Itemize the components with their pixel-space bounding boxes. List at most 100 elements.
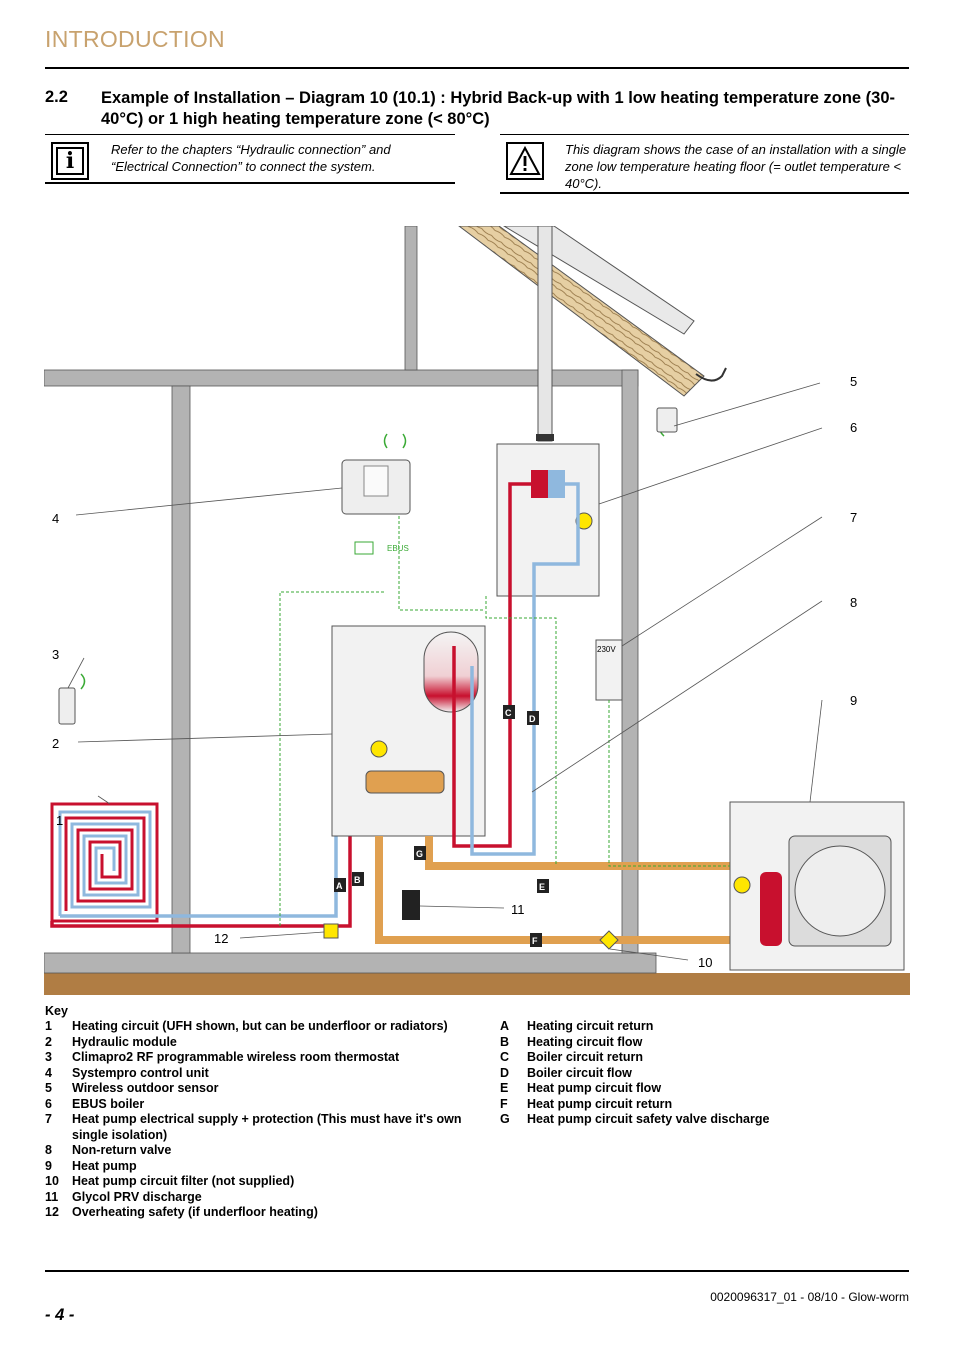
key-item-number: B <box>500 1034 510 1049</box>
letter-d: D <box>529 714 536 724</box>
key-numbered-list: 1 Heating circuit (UFH shown, but can be … <box>45 1019 465 1221</box>
key-item-text: Heat pump <box>72 1158 137 1173</box>
gutter <box>695 367 727 382</box>
key-item: F Heat pump circuit return <box>500 1097 900 1113</box>
key-item: B Heating circuit flow <box>500 1035 900 1051</box>
page-number: - 4 - <box>45 1306 75 1324</box>
key-item-text: Heating circuit flow <box>527 1034 643 1049</box>
footer-divider <box>45 1270 909 1272</box>
key-item-text: Heat pump circuit return <box>527 1096 673 1111</box>
warning-note: This diagram shows the case of an instal… <box>500 134 909 194</box>
key-item: 4 Systempro control unit <box>45 1066 465 1082</box>
callout-10: 10 <box>698 955 712 970</box>
key-item-number: 6 <box>45 1096 52 1111</box>
key-item-text: Overheating safety (if underfloor heatin… <box>72 1205 318 1219</box>
key-item-text: Wireless outdoor sensor <box>72 1081 219 1095</box>
key-item: 9 Heat pump <box>45 1159 465 1175</box>
key-item: 7 Heat pump electrical supply + protectio… <box>45 1112 465 1143</box>
key-item-number: 5 <box>45 1081 52 1095</box>
heat-pump <box>729 801 905 971</box>
ebus-label: EBUS <box>387 544 409 553</box>
info-note-text: Refer to the chapters “Hydraulic connect… <box>111 142 391 174</box>
floor-slab <box>44 952 657 974</box>
key-item-text: Climapro2 RF programmable wireless room … <box>72 1050 400 1064</box>
header-divider <box>45 67 909 69</box>
room-thermostat <box>58 687 76 725</box>
key-item-number: D <box>500 1065 510 1080</box>
key-item-number: 4 <box>45 1065 52 1080</box>
letter-f: F <box>532 936 538 946</box>
key-item: 5 Wireless outdoor sensor <box>45 1081 465 1097</box>
key-heading: Key <box>45 1004 68 1018</box>
key-item: D Boiler circuit flow <box>500 1066 900 1082</box>
installation-diagram: EBUS 230V <box>44 226 910 995</box>
circuit-filter <box>599 930 619 950</box>
letter-b: B <box>354 875 361 885</box>
hydraulic-module <box>331 625 486 837</box>
warning-note-text: This diagram shows the case of an instal… <box>565 142 907 191</box>
key-item-number: 12 <box>45 1205 59 1219</box>
key-item-number: 9 <box>45 1158 52 1173</box>
key-item: C Boiler circuit return <box>500 1050 900 1066</box>
key-item-number: E <box>500 1081 509 1095</box>
key-item-number: 8 <box>45 1143 52 1157</box>
key-item-text: Boiler circuit return <box>527 1050 643 1064</box>
key-item-text: Hydraulic module <box>72 1034 177 1049</box>
key-item: G Heat pump circuit safety valve discharg… <box>500 1112 900 1128</box>
outdoor-sensor <box>656 407 678 433</box>
section-title: Example of Installation – Diagram 10 (10… <box>101 89 896 128</box>
key-item-text: Boiler circuit flow <box>527 1065 632 1080</box>
letter-e: E <box>539 882 545 892</box>
supply-label: 230V <box>597 645 616 654</box>
callout-7: 7 <box>850 510 857 525</box>
callout-4: 4 <box>52 511 59 526</box>
key-item: 12 Overheating safety (if underfloor heat… <box>45 1205 465 1221</box>
ground <box>44 973 910 995</box>
ebus-boiler <box>496 443 600 597</box>
callout-9: 9 <box>850 693 857 708</box>
key-item-text: Heat pump circuit safety valve discharge <box>527 1112 770 1126</box>
info-note: i Refer to the chapters “Hydraulic conne… <box>45 134 455 184</box>
callout-2: 2 <box>52 736 59 751</box>
key-item: 8 Non-return valve <box>45 1143 465 1159</box>
callout-1: 1 <box>56 813 63 828</box>
key-item-text: Heating circuit return <box>527 1019 654 1033</box>
systempro-control-unit <box>341 459 411 515</box>
letter-a: A <box>336 881 343 891</box>
key-item-number: 3 <box>45 1050 52 1064</box>
key-item-text: Systempro control unit <box>72 1065 209 1080</box>
callout-12: 12 <box>214 931 228 946</box>
electrical-supply: 230V <box>595 639 623 701</box>
key-item: A Heating circuit return <box>500 1019 900 1035</box>
key-item-text: Non-return valve <box>72 1143 172 1157</box>
flue <box>537 226 553 442</box>
key-item-text: Heat pump circuit filter (not supplied) <box>72 1174 295 1188</box>
letter-c: C <box>505 708 512 718</box>
callout-6: 6 <box>850 420 857 435</box>
callout-8: 8 <box>850 595 857 610</box>
key-item-number: C <box>500 1050 510 1064</box>
key-item-number: 1 <box>45 1019 52 1033</box>
callout-5: 5 <box>850 374 857 389</box>
key-item-text: Glycol PRV discharge <box>72 1189 202 1204</box>
key-item-number: A <box>500 1019 510 1033</box>
key-item-number: G <box>500 1112 510 1126</box>
info-icon: i <box>51 142 89 180</box>
section-number: 2.2 <box>45 88 68 106</box>
key-item-text: Heating circuit (UFH shown, but can be u… <box>72 1019 448 1033</box>
left-wall <box>171 385 191 954</box>
underfloor-heating-circuit <box>50 802 159 923</box>
key-item-text: Heat pump circuit flow <box>527 1081 662 1095</box>
key-item-number: 7 <box>45 1112 52 1126</box>
key-item-number: F <box>500 1096 508 1111</box>
attic-post <box>404 226 418 371</box>
key-item-number: 11 <box>45 1189 59 1204</box>
key-item-text: EBUS boiler <box>72 1096 145 1111</box>
key-item-text: Heat pump electrical supply + protection… <box>72 1112 462 1142</box>
letter-g: G <box>416 849 423 859</box>
key-item: 1 Heating circuit (UFH shown, but can be … <box>45 1019 465 1035</box>
overheating-safety <box>323 923 339 939</box>
